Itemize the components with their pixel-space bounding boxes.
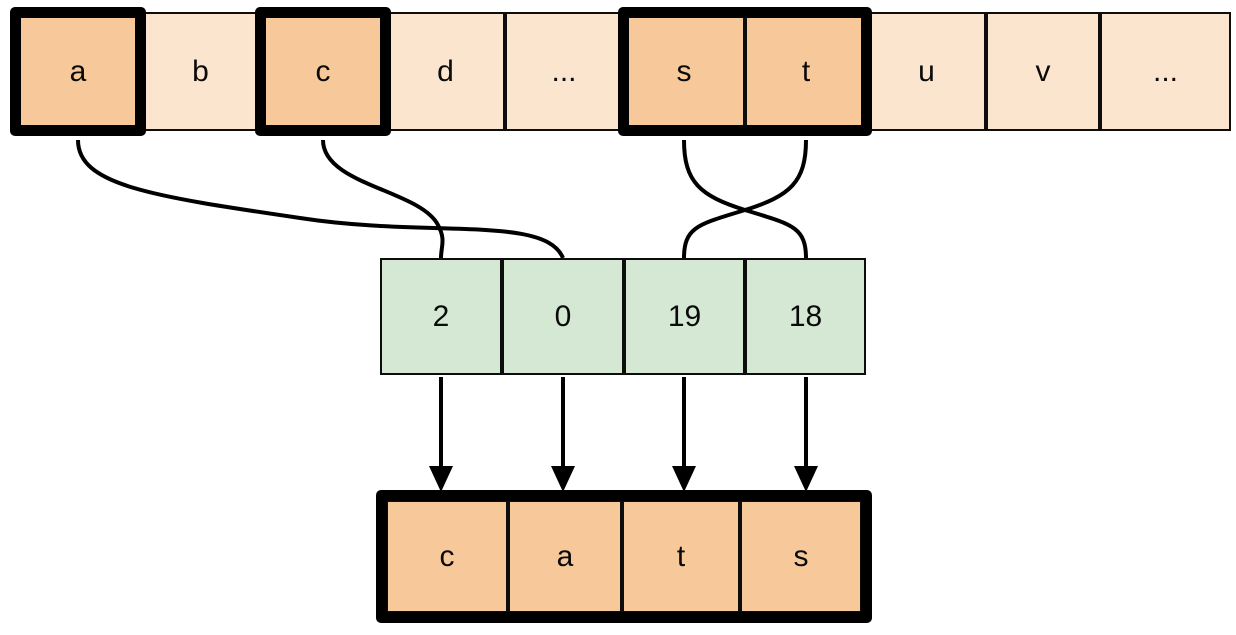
alphabet-cell-u[interactable]: u [867, 12, 986, 131]
result-cell-2[interactable]: t [622, 500, 740, 613]
alphabet-cell-d[interactable]: d [386, 12, 505, 131]
result-cell-letter: s [793, 539, 809, 573]
alphabet-cell-v[interactable]: v [986, 12, 1100, 131]
alphabet-cell-label: ... [1152, 54, 1178, 88]
alphabet-cell-ellipsis-1[interactable]: ... [505, 12, 623, 131]
index-cell-value: 0 [554, 299, 572, 333]
index-cell-3[interactable]: 18 [745, 258, 866, 375]
arrow-head-3 [794, 466, 818, 492]
index-cell-0[interactable]: 2 [380, 258, 502, 375]
alphabet-cell-label: ... [551, 54, 577, 88]
alphabet-cell-label: c [315, 54, 331, 88]
alphabet-cell-label: t [801, 54, 811, 88]
alphabet-cell-label: u [918, 54, 935, 88]
result-cell-3[interactable]: s [740, 500, 862, 613]
index-cell-value: 18 [788, 299, 823, 333]
index-cell-value: 2 [432, 299, 450, 333]
connector-c-to-index2 [321, 139, 445, 259]
alphabet-cell-label: d [437, 54, 454, 88]
alphabet-cell-t[interactable]: t [745, 12, 867, 131]
connector-s-to-index18 [682, 139, 808, 259]
index-cell-1[interactable]: 0 [502, 258, 624, 375]
result-cell-0[interactable]: c [386, 500, 508, 613]
result-cell-letter: t [676, 539, 686, 573]
index-cell-2[interactable]: 19 [624, 258, 745, 375]
alphabet-cell-ellipsis-2[interactable]: ... [1100, 12, 1231, 131]
result-cell-letter: c [439, 539, 455, 573]
alphabet-cell-s[interactable]: s [623, 12, 745, 131]
arrow-head-0 [429, 466, 453, 492]
result-cell-1[interactable]: a [508, 500, 622, 613]
alphabet-cell-label: b [192, 54, 209, 88]
connector-a-to-index0 [76, 139, 565, 259]
arrow-head-1 [551, 466, 575, 492]
alphabet-cell-a[interactable]: a [15, 12, 141, 131]
connector-t-to-index19 [682, 139, 808, 259]
index-to-result-arrows [429, 377, 818, 492]
result-cell-letter: a [556, 539, 574, 573]
alphabet-cell-b[interactable]: b [141, 12, 260, 131]
alphabet-cell-label: s [676, 54, 692, 88]
alphabet-cell-label: v [1035, 54, 1051, 88]
alphabet-cell-c[interactable]: c [260, 12, 386, 131]
alphabet-cell-label: a [69, 54, 87, 88]
arrow-head-2 [672, 466, 696, 492]
index-cell-value: 19 [667, 299, 702, 333]
